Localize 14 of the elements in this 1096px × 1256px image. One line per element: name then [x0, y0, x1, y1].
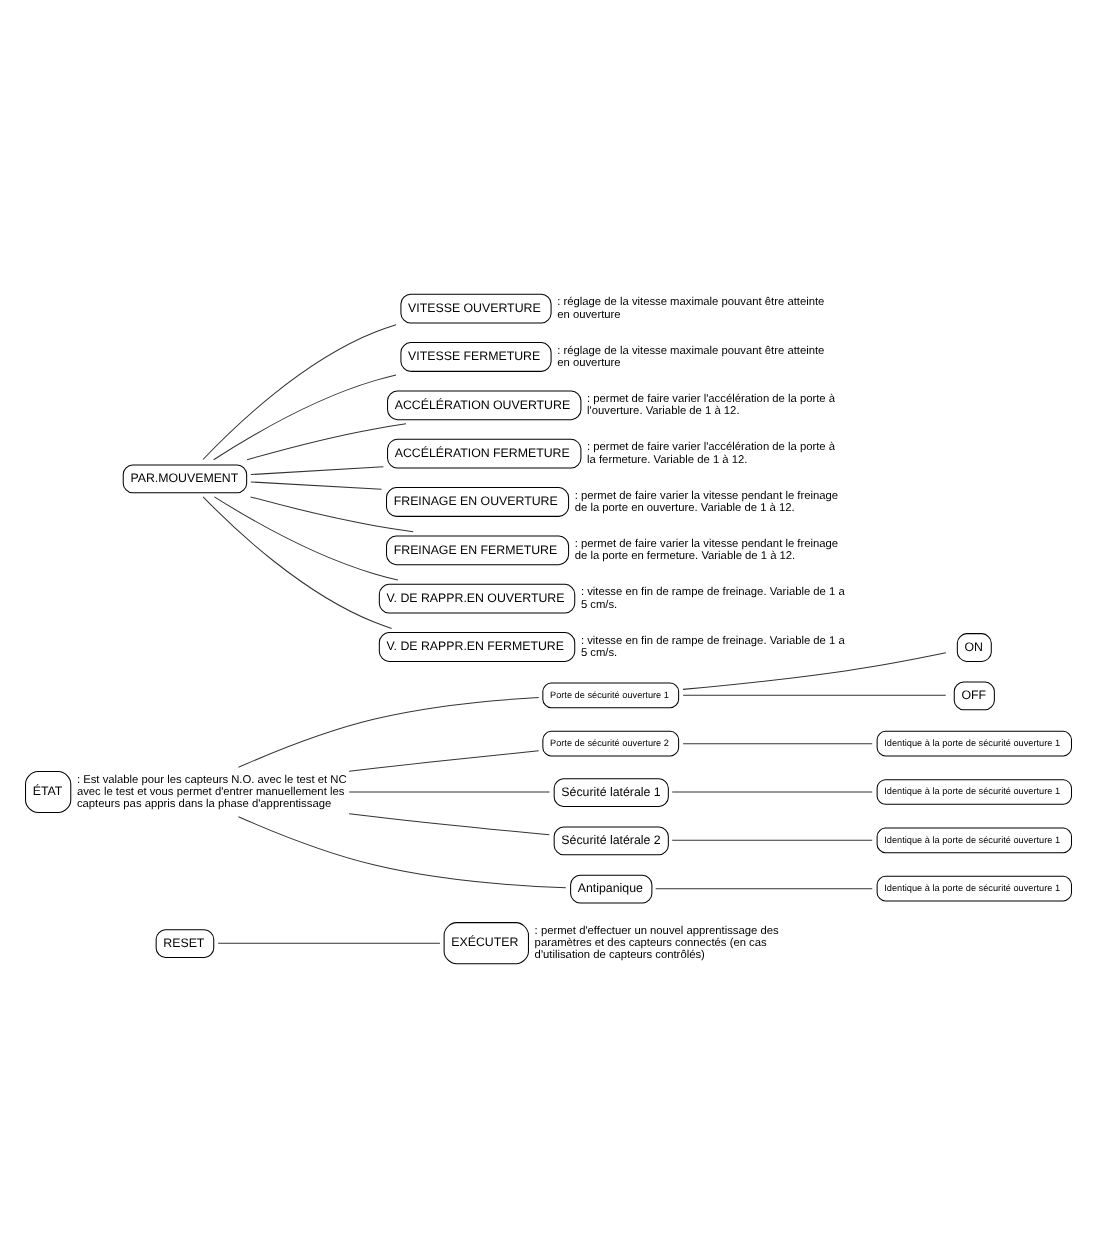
connector — [671, 838, 873, 840]
connector — [250, 480, 382, 489]
connector — [250, 465, 384, 475]
connector — [655, 887, 873, 889]
connector — [682, 651, 947, 689]
connector — [213, 373, 397, 460]
connector — [237, 815, 567, 888]
connector — [682, 742, 873, 744]
connector — [217, 941, 441, 943]
connector — [348, 812, 550, 835]
connector — [202, 323, 397, 460]
connector — [237, 696, 540, 767]
connector — [348, 749, 540, 771]
connector — [682, 693, 947, 695]
